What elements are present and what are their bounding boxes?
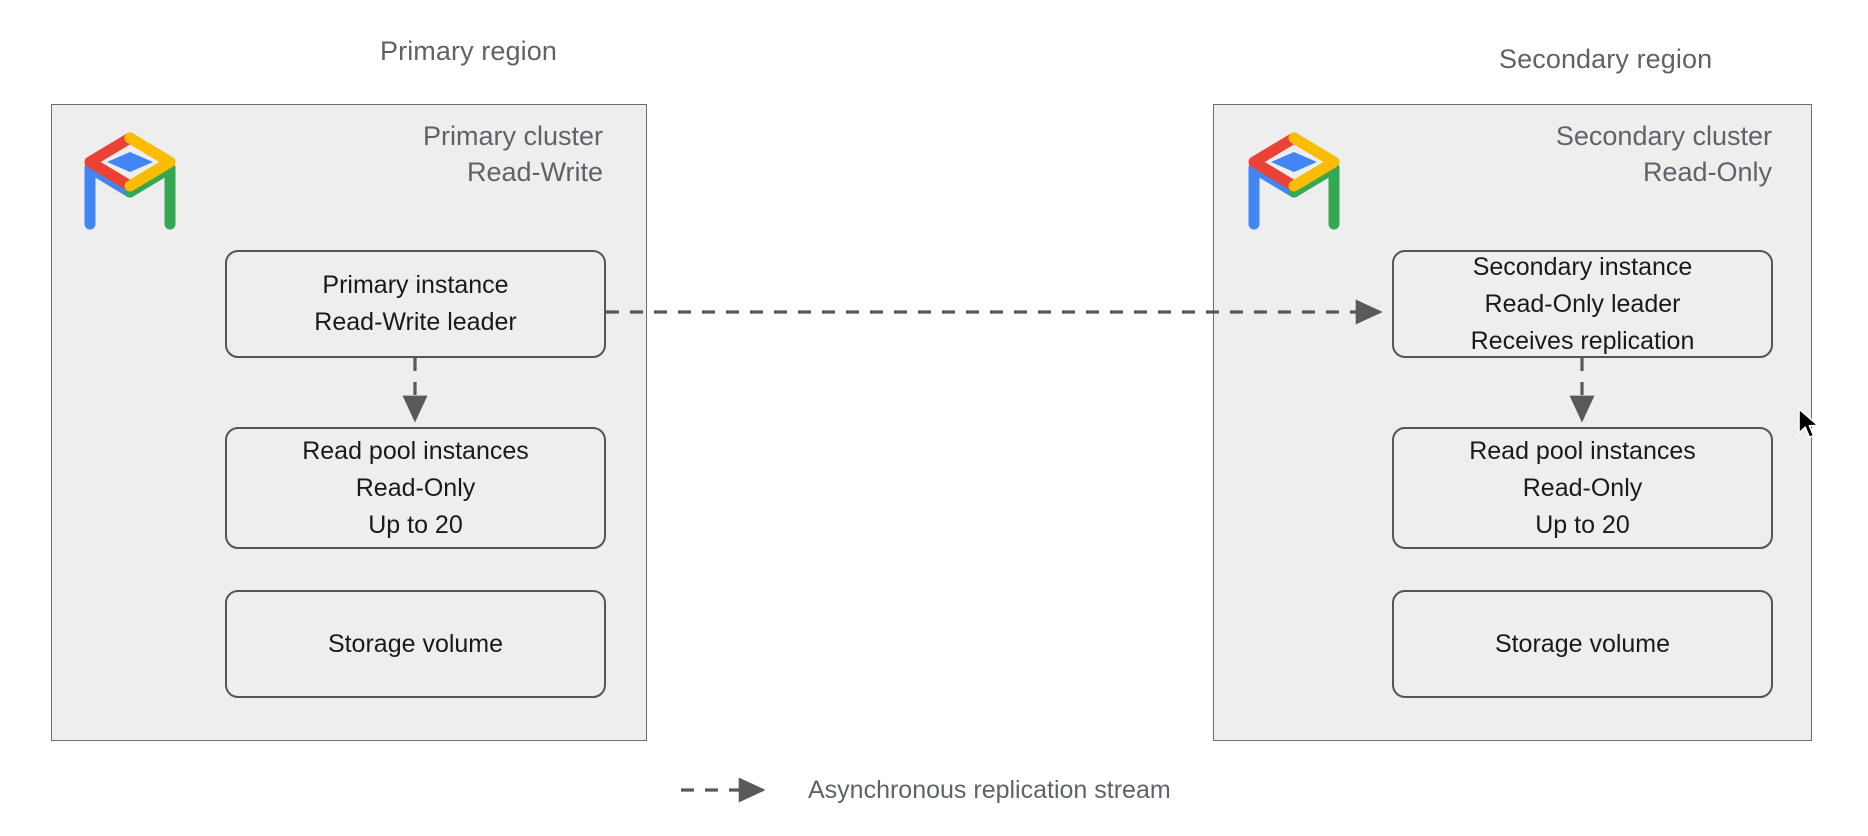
primary-cluster-title-line2: Read-Write	[466, 157, 603, 187]
secondary-cluster-title-line1: Secondary cluster	[1555, 121, 1772, 151]
secondary-storage-volume-box[interactable]: Storage volume	[1392, 590, 1773, 698]
primary-read-pool-line-3: Up to 20	[368, 510, 463, 539]
primary-cluster-title: Primary cluster Read-Write	[247, 118, 603, 190]
primary-read-pool-line-1: Read pool instances	[302, 436, 529, 465]
primary-read-pool-box[interactable]: Read pool instances Read-Only Up to 20	[225, 427, 606, 549]
legend-label: Asynchronous replication stream	[808, 776, 1171, 804]
alloydb-logo-icon	[84, 132, 176, 230]
alloydb-logo-icon	[1248, 132, 1340, 230]
primary-instance-line-1: Primary instance	[322, 271, 509, 299]
primary-region-label: Primary region	[380, 36, 557, 66]
secondary-read-pool-line-3: Up to 20	[1535, 510, 1630, 539]
primary-instance-box[interactable]: Primary instance Read-Write leader	[225, 250, 606, 358]
primary-storage-volume-line-1: Storage volume	[327, 629, 504, 658]
secondary-instance-line-2: Read-Only leader	[1484, 289, 1681, 318]
secondary-instance-line-1: Secondary instance	[1472, 252, 1693, 281]
primary-storage-volume-box[interactable]: Storage volume	[225, 590, 606, 698]
primary-instance-line-2: Read-Write leader	[314, 308, 517, 336]
primary-cluster-title-line1: Primary cluster	[422, 121, 603, 151]
secondary-instance-line-3: Receives replication	[1470, 326, 1695, 355]
secondary-read-pool-box[interactable]: Read pool instances Read-Only Up to 20	[1392, 427, 1773, 549]
secondary-instance-box[interactable]: Secondary instance Read-Only leader Rece…	[1392, 250, 1773, 358]
secondary-storage-volume-line-1: Storage volume	[1494, 629, 1671, 658]
secondary-cluster-title: Secondary cluster Read-Only	[1400, 118, 1772, 190]
secondary-read-pool-line-1: Read pool instances	[1469, 436, 1696, 465]
secondary-read-pool-line-2: Read-Only	[1522, 473, 1643, 502]
alloydb-logo	[78, 132, 182, 236]
secondary-region-label: Secondary region	[1499, 44, 1713, 74]
alloydb-logo	[1242, 132, 1346, 236]
primary-read-pool-line-2: Read-Only	[355, 473, 476, 502]
secondary-cluster-title-line2: Read-Only	[1642, 157, 1772, 187]
